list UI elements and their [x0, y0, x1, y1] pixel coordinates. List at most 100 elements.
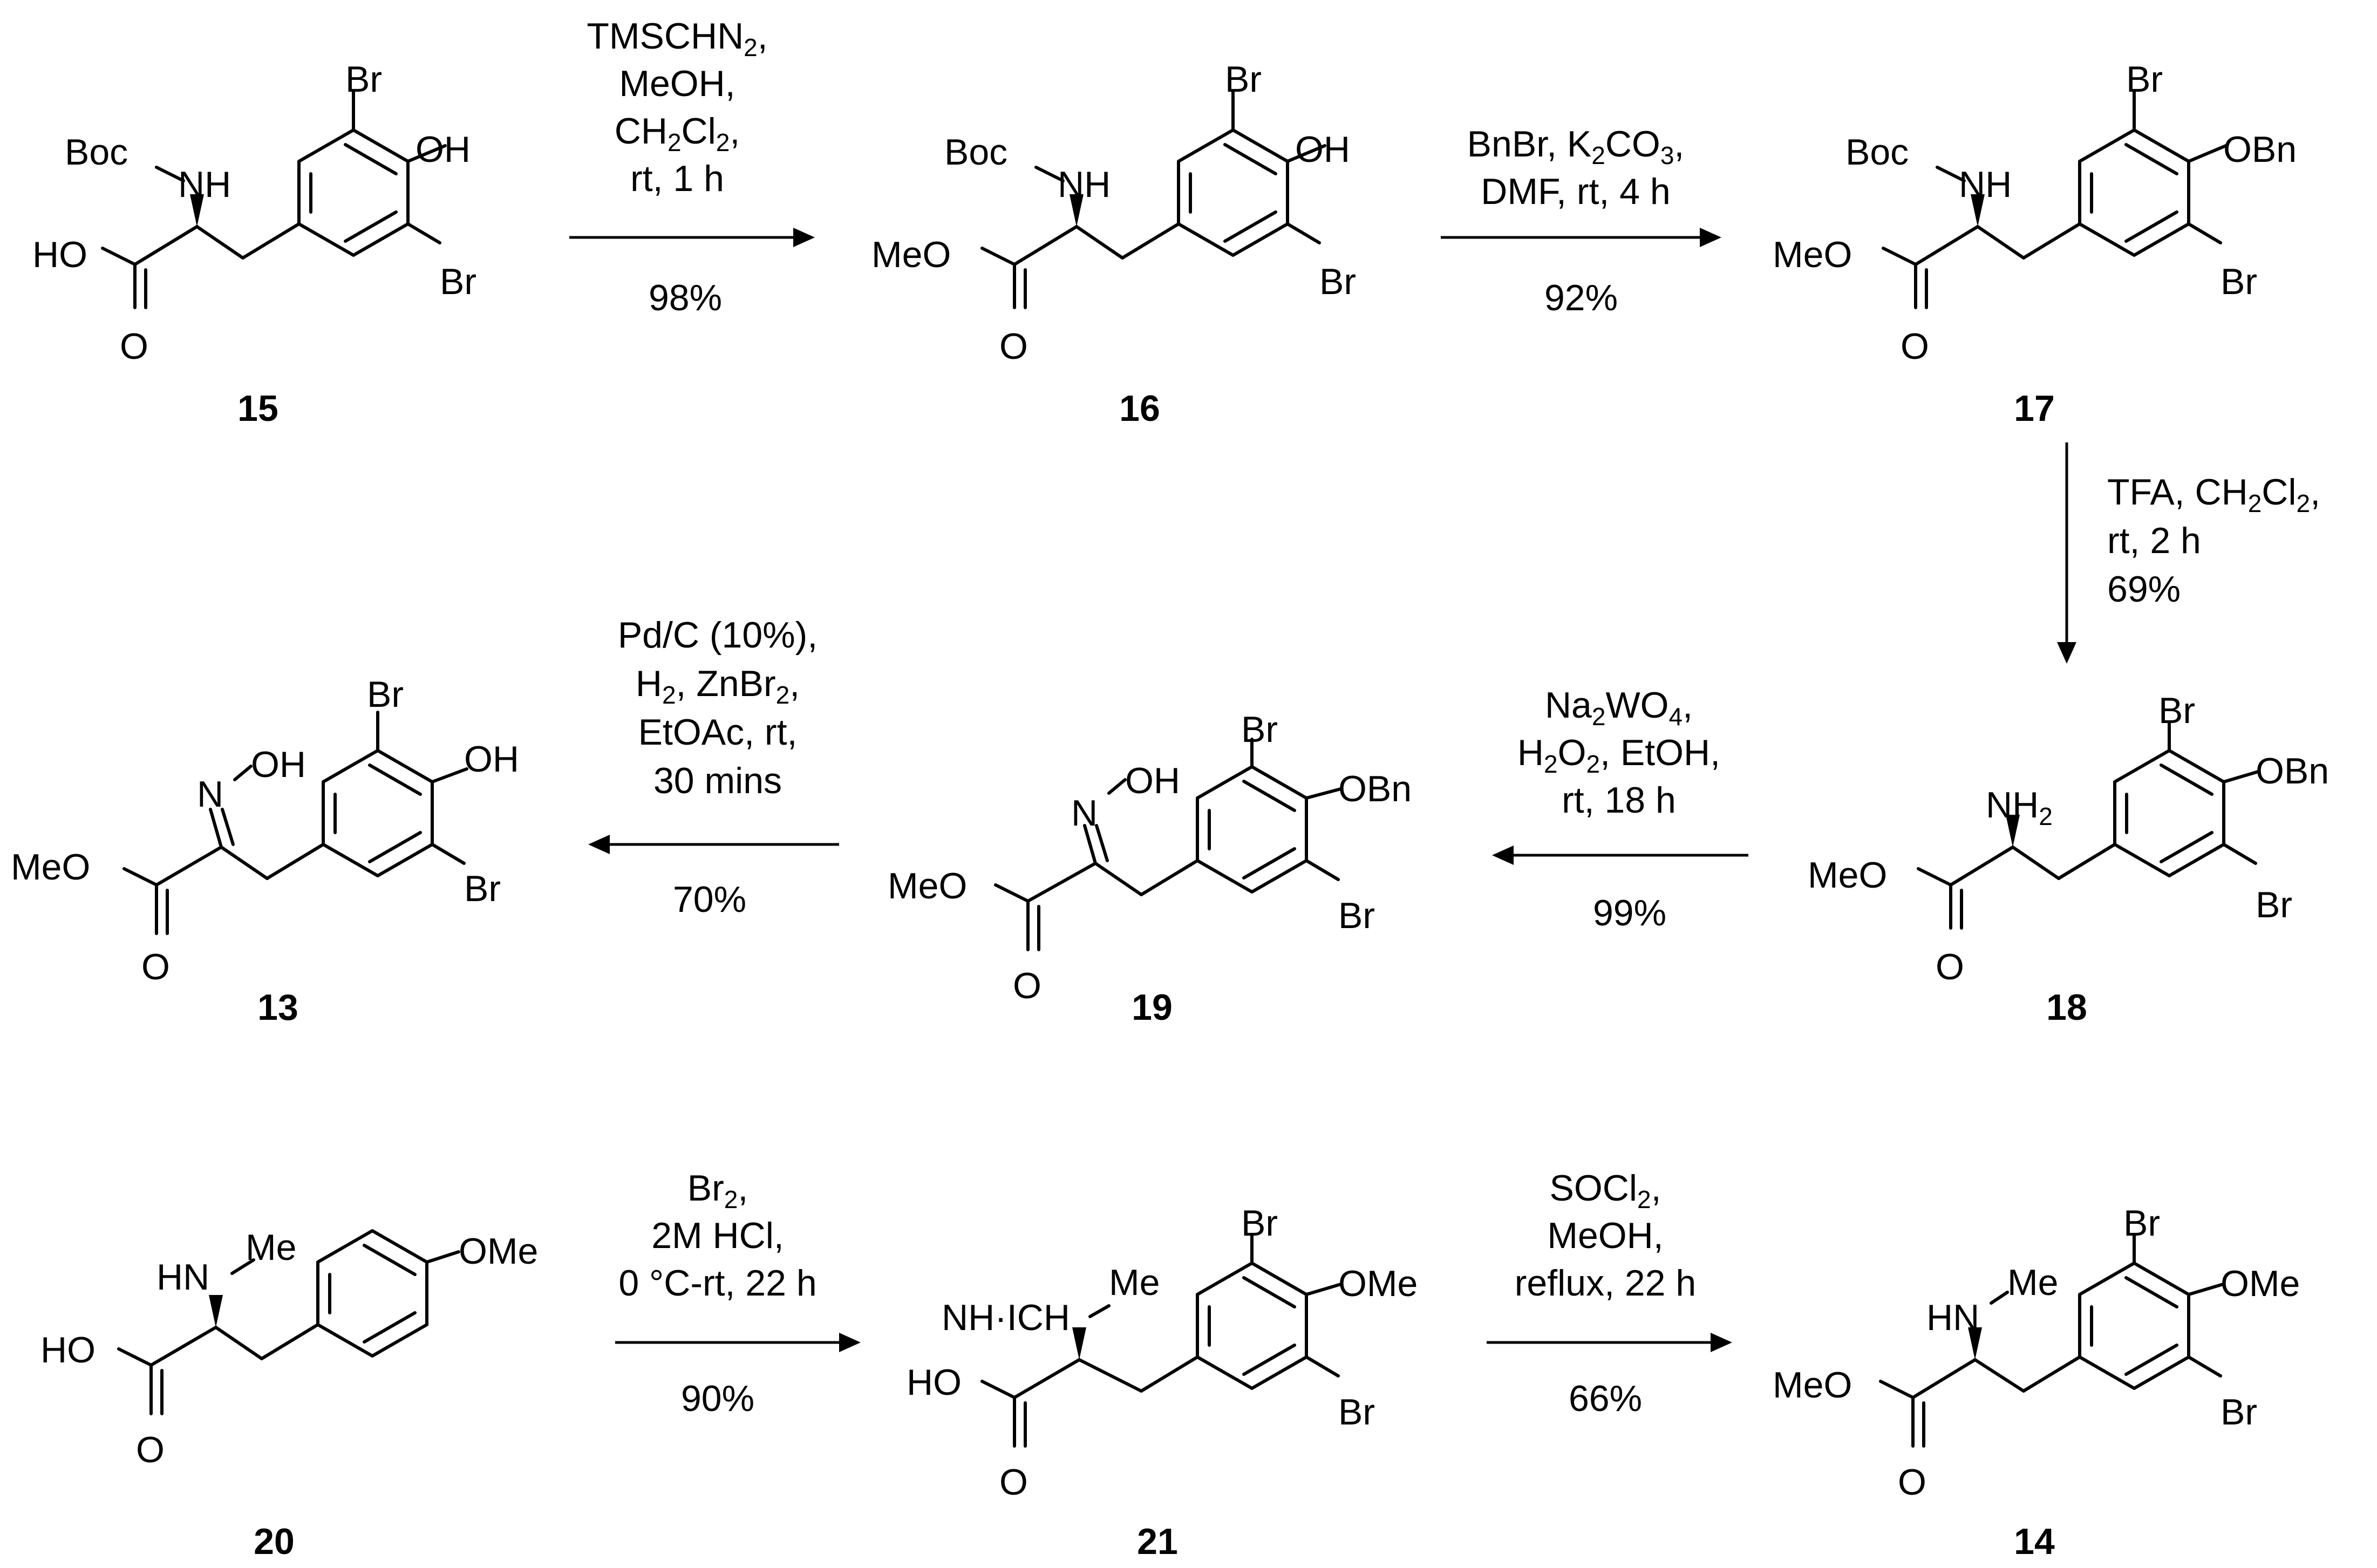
br-label: Br — [440, 261, 476, 302]
br-label: Br — [1225, 59, 1262, 100]
ho-label: HO — [32, 234, 87, 275]
br-label: Br — [1319, 261, 1356, 302]
carbonyl-o-label: O — [999, 1462, 1028, 1503]
conditions-2: BnBr, K2CO3, DMF, rt, 4 h 92% — [1467, 124, 1685, 318]
yield-text: 70% — [673, 879, 746, 920]
ho-label: HO — [40, 1330, 96, 1371]
conditions-4: Na2WO4, H2O2, EtOH, rt, 18 h 99% — [1517, 685, 1720, 933]
condition-line: SOCl2, — [1550, 1168, 1661, 1214]
br-label: Br — [367, 674, 404, 715]
condition-line: Br2, — [687, 1168, 748, 1214]
condition-line: TFA, CH2Cl2, — [2107, 472, 2320, 517]
compound-number-21: 21 — [1137, 1521, 1178, 1562]
nh-label: NH — [178, 164, 231, 205]
br-label: Br — [1338, 1392, 1375, 1433]
br-label: Br — [2221, 261, 2257, 302]
condition-line: Pd/C (10%), — [618, 615, 818, 656]
oh-label: OH — [464, 739, 519, 780]
yield-text: 90% — [681, 1378, 754, 1419]
conditions-5: Pd/C (10%), H2, ZnBr2, EtOAc, rt, 30 min… — [618, 615, 818, 920]
condition-line: 30 mins — [653, 760, 782, 801]
oh-label: OH — [251, 744, 306, 785]
br-label: Br — [2126, 59, 2163, 100]
condition-line: CH2Cl2, — [615, 111, 740, 156]
obn-label: OBn — [1338, 768, 1412, 809]
reaction-arrow-2 — [1441, 228, 1721, 247]
meo-label: MeO — [1773, 1365, 1852, 1406]
compound-number-18: 18 — [2046, 987, 2087, 1028]
oxime-n-label: N — [1071, 793, 1098, 834]
compound-number-15: 15 — [237, 388, 278, 429]
reaction-arrow-4 — [1492, 846, 1748, 865]
yield-text: 66% — [1569, 1378, 1642, 1419]
conditions-1: TMSCHN2, MeOH, CH2Cl2, rt, 1 h 98% — [587, 16, 767, 318]
hn-label: HN — [156, 1257, 209, 1298]
carbonyl-o-label: O — [1936, 946, 1964, 987]
compound-17-structure: Boc NH Br OBn Br MeO O — [1773, 59, 2297, 367]
boc-label: Boc — [944, 132, 1007, 173]
carbonyl-o-label: O — [999, 326, 1028, 367]
compound-20-structure: HN Me OMe HO O — [40, 1227, 538, 1470]
oxime-n-label: N — [197, 774, 223, 815]
reaction-arrow-6 — [615, 1333, 861, 1352]
yield-text: 69% — [2107, 569, 2181, 610]
yield-text: 98% — [649, 277, 722, 318]
condition-line: MeOH, — [1547, 1215, 1663, 1256]
yield-text: 92% — [1544, 277, 1618, 318]
ome-label: OMe — [1338, 1263, 1418, 1304]
reaction-arrow-5 — [588, 835, 839, 854]
compound-number-14: 14 — [2014, 1521, 2055, 1562]
condition-line: H2O2, EtOH, — [1517, 732, 1720, 778]
yield-text: 99% — [1593, 892, 1666, 933]
compound-14-structure: HN Me Br OMe Br MeO O — [1773, 1203, 2300, 1503]
condition-line: TMSCHN2, — [587, 16, 767, 62]
meo-label: MeO — [1808, 855, 1887, 896]
carbonyl-o-label: O — [120, 326, 148, 367]
condition-line: H2, ZnBr2, — [636, 663, 800, 709]
compound-number-17: 17 — [2014, 388, 2055, 429]
methyl-label: Me — [2007, 1262, 2058, 1303]
condition-line: rt, 1 h — [630, 158, 724, 199]
methyl-label: Me — [1109, 1262, 1160, 1303]
br-label: Br — [345, 59, 382, 100]
br-label: Br — [2256, 884, 2292, 925]
methyl-label: Me — [246, 1227, 296, 1268]
condition-line: rt, 2 h — [2107, 520, 2201, 561]
compound-number-19: 19 — [1132, 987, 1173, 1028]
reaction-arrow-1 — [569, 228, 815, 247]
meo-label: MeO — [888, 865, 967, 906]
oh-label: OH — [1295, 129, 1350, 170]
reaction-arrow-7 — [1487, 1333, 1732, 1352]
condition-line: EtOAc, rt, — [638, 712, 798, 753]
compound-19-structure: N OH Br OBn Br MeO O — [888, 709, 1412, 1006]
compound-13-structure: N OH Br OH Br MeO O — [11, 674, 519, 987]
hn-label: HN — [1926, 1297, 1979, 1338]
compound-16-structure: Boc NH Br OH Br MeO O — [871, 59, 1356, 367]
carbonyl-o-label: O — [1901, 326, 1929, 367]
br-label: Br — [464, 868, 501, 909]
obn-label: OBn — [2223, 129, 2297, 170]
br-label: Br — [1241, 1203, 1278, 1244]
condition-line: 0 °C-rt, 22 h — [618, 1263, 816, 1304]
br-label: Br — [1241, 709, 1278, 750]
nh-label: NH — [1959, 164, 2012, 205]
obn-label: OBn — [2256, 751, 2329, 792]
oh-label: OH — [1125, 760, 1180, 801]
br-label: Br — [2221, 1392, 2257, 1433]
conditions-3: TFA, CH2Cl2, rt, 2 h 69% — [2107, 472, 2320, 610]
meo-label: MeO — [1773, 234, 1852, 275]
condition-line: DMF, rt, 4 h — [1481, 171, 1670, 212]
compound-number-16: 16 — [1119, 388, 1160, 429]
condition-line: rt, 18 h — [1562, 780, 1676, 821]
reaction-arrow-3 — [2057, 442, 2076, 664]
nh2-label: NH2 — [1986, 785, 2053, 830]
ome-label: OMe — [2221, 1263, 2300, 1304]
compound-21-structure: NH·ICH Me Br OMe Br HO O — [907, 1203, 1418, 1503]
condition-line: 2M HCl, — [651, 1215, 784, 1256]
br-label: Br — [2123, 1203, 2160, 1244]
compound-15-structure: Boc NH Br OH Br HO O — [32, 59, 476, 367]
compound-number-13: 13 — [257, 987, 298, 1028]
meo-label: MeO — [11, 847, 90, 888]
conditions-7: SOCl2, MeOH, reflux, 22 h 66% — [1515, 1168, 1696, 1419]
